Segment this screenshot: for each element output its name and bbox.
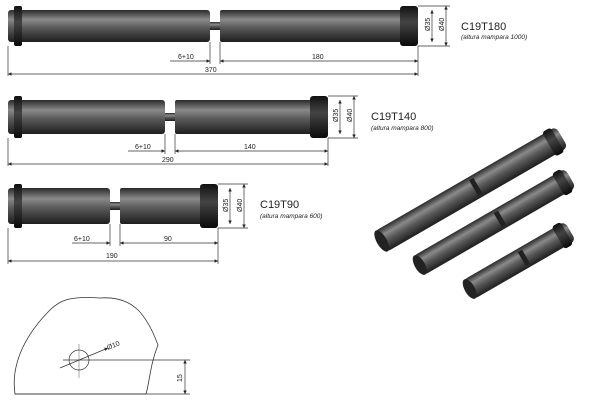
rod-c19t180 [7,5,450,76]
d-inner-3: Ø35 [223,199,230,212]
gap-dim-2: 6+10 [135,144,151,151]
rod-3d-large [374,128,567,252]
d-inner-2: Ø35 [333,109,340,122]
rod-c19t90 [7,183,248,264]
model-subtitle-3: (altura mampara 600) [260,213,323,220]
gap-dim-3: 6+10 [74,236,90,243]
rod-3d-small [462,222,574,299]
d-inner-1: Ø35 [425,18,432,31]
rod-3d-medium [412,169,575,275]
model-code-3: C19T90 [260,199,299,211]
total-dim-1: 370 [205,67,217,74]
hole-detail [13,297,190,395]
total-dim-3: 190 [106,253,118,260]
d-outer-3: Ø40 [237,199,244,212]
d-outer-2: Ø40 [347,109,354,122]
hole-offset: 15 [177,374,184,382]
length-dim-1: 180 [312,54,324,61]
model-code-2: C19T140 [371,111,416,123]
rod-c19t140 [7,95,358,166]
gap-dim-1: 6+10 [178,54,194,61]
d-outer-1: Ø40 [439,18,446,31]
model-subtitle-2: (altura mampara 800) [371,125,434,132]
hole-diameter: Ø10 [106,340,121,351]
length-dim-3: 90 [164,236,172,243]
model-code-1: C19T180 [461,21,506,33]
length-dim-2: 140 [244,144,256,151]
model-subtitle-1: (altura mampara 1000) [461,34,527,41]
total-dim-2: 290 [162,157,174,164]
